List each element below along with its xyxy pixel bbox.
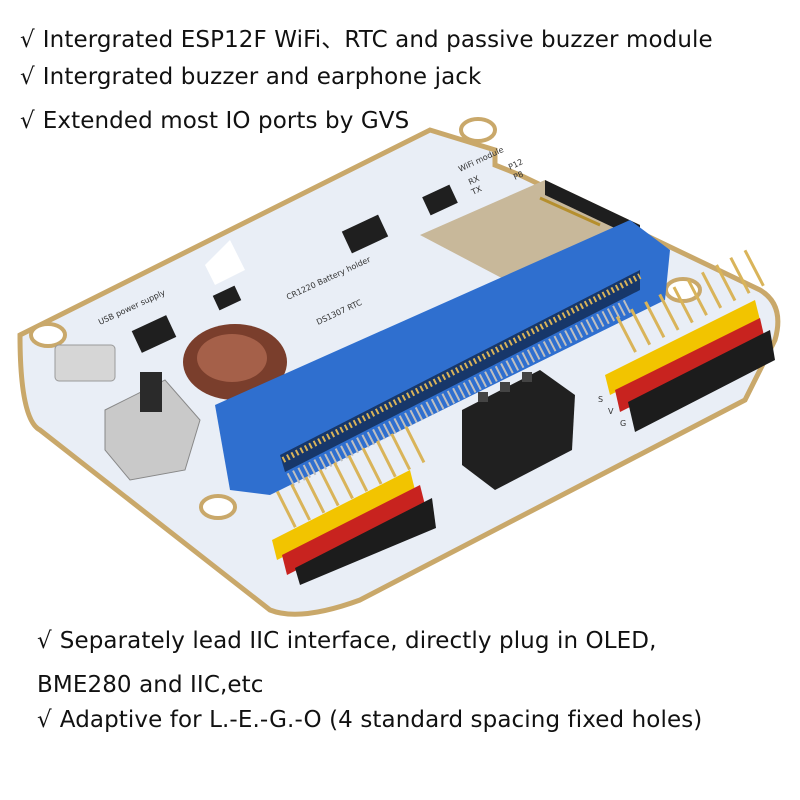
mounting-holes (29, 117, 702, 520)
feature-text: Intergrated ESP12F WiFi、RTC and passive … (42, 27, 713, 53)
feature-text: Intergrated buzzer and earphone jack (42, 64, 482, 90)
silk-p8: P8 (512, 169, 525, 181)
female-header (462, 370, 575, 490)
silk-g: G (620, 419, 626, 428)
silk-v: V (608, 407, 614, 416)
silk-rx: RX (467, 174, 481, 187)
feature-line-3: √ Extended most IO ports by GVS (20, 108, 800, 134)
silk-p12: P12 (507, 157, 524, 172)
check-mark-icon: √ (20, 64, 35, 90)
edge-connector (215, 220, 670, 495)
feature-text: Separately lead IIC interface, directly … (59, 628, 657, 654)
silk-s: S (598, 395, 603, 404)
battery-holder (183, 324, 287, 400)
ic-chips (131, 184, 458, 353)
feature-line-4: √ Separately lead IIC interface, directly… (37, 628, 800, 654)
gvs-header-bottom (272, 424, 436, 585)
feature-text: BME280 and IIC,etc (37, 672, 264, 698)
feature-line-6: √ Adaptive for L.-E.-G.-O (4 standard spa… (37, 707, 800, 733)
check-mark-icon: √ (20, 27, 35, 53)
check-mark-icon: √ (37, 628, 52, 654)
feature-text: Extended most IO ports by GVS (42, 108, 410, 134)
feature-line-5: BME280 and IIC,etc (37, 672, 800, 698)
check-mark-icon: √ (37, 707, 52, 733)
feature-text: Adaptive for L.-E.-G.-O (4 standard spac… (59, 707, 703, 733)
feature-line-2: √ Intergrated buzzer and earphone jack (20, 64, 800, 90)
gvs-header-right (605, 247, 775, 432)
slide-switch (104, 372, 201, 481)
wifi-module (420, 180, 640, 285)
usb-port (54, 344, 116, 382)
check-mark-icon: √ (20, 108, 35, 134)
feature-line-1: √ Intergrated ESP12F WiFi、RTC and passive… (20, 20, 800, 54)
